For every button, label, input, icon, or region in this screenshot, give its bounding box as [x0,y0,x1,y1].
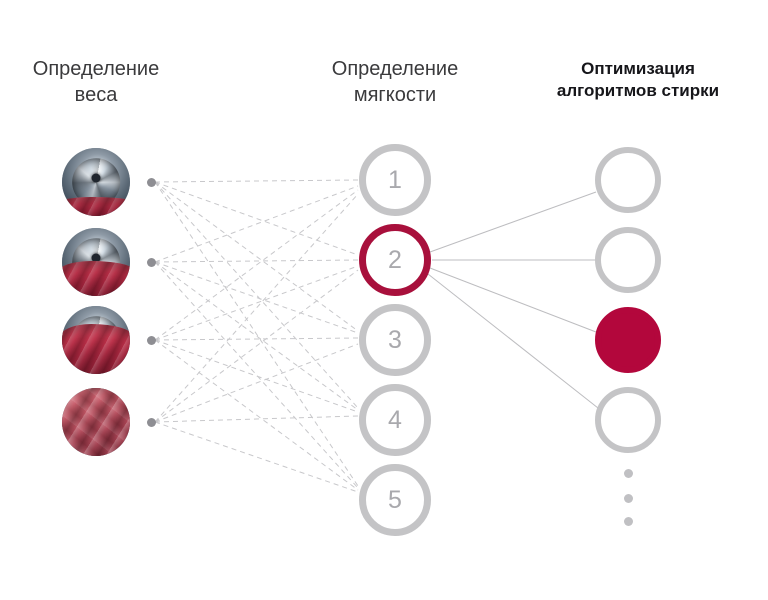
list-item [62,148,130,216]
softness-node-2[interactable]: 2 [359,224,431,296]
node-label: 1 [388,165,402,194]
list-item [62,388,130,456]
input-node-dot [147,258,156,267]
node-label: 2 [388,245,402,274]
ellipsis-dot [624,469,633,478]
algorithm-node-3-selected[interactable] [595,307,661,373]
column-heading-algorithm: Оптимизация алгоритмов стирки [556,59,720,101]
softness-node-4[interactable]: 4 [359,384,431,456]
fabric-load [62,388,130,456]
softness-node-3[interactable]: 3 [359,304,431,376]
softness-node-5[interactable]: 5 [359,464,431,536]
list-item [62,228,130,296]
softness-node-1[interactable]: 1 [359,144,431,216]
input-node-dot [147,178,156,187]
column-heading-softness: Определение мягкости [331,58,459,107]
fabric-load [62,196,130,216]
algorithm-node-4[interactable] [595,387,661,453]
list-item [62,306,130,374]
input-node-dot [147,336,156,345]
algorithm-node-2[interactable] [595,227,661,293]
edges-hidden-to-output [427,191,599,409]
fabric-load [62,323,130,374]
node-label: 4 [388,405,402,434]
column-heading-weight: Определение веса [32,58,160,107]
algorithm-node-1[interactable] [595,147,661,213]
edges-input-to-hidden [154,179,359,493]
ellipsis-dot [624,517,633,526]
fabric-load [62,260,130,296]
ellipsis-dot [624,494,633,503]
input-node-dot [147,418,156,427]
node-label: 5 [388,485,402,514]
node-label: 3 [388,325,402,354]
